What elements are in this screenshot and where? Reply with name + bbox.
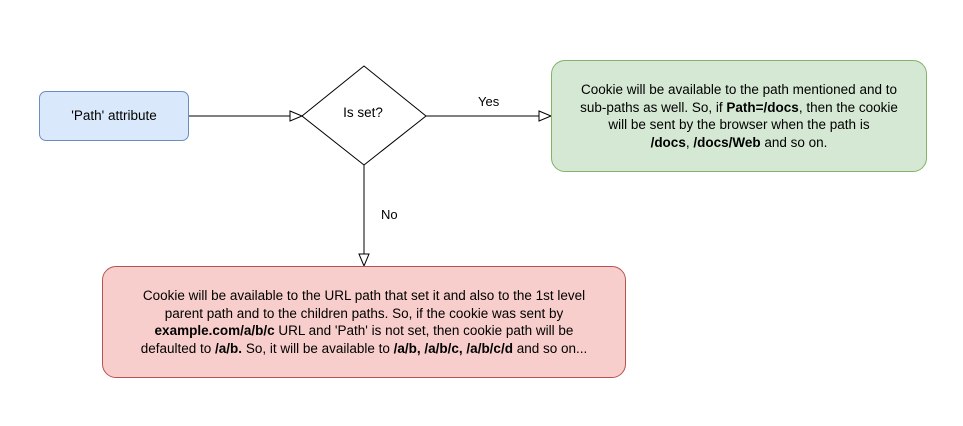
start-node-path-attribute: 'Path' attribute [39, 91, 189, 141]
yes-line-1: Cookie will be available to the path men… [581, 82, 897, 97]
yes-outcome-text: Cookie will be available to the path men… [580, 81, 898, 151]
no-line-4: defaulted to /a/b. So, it will be availa… [140, 340, 588, 356]
edge-no-label: No [381, 207, 398, 222]
yes-line-4: /docs, /docs/Web and so on. [650, 134, 828, 150]
no-line-2: parent path and to the children paths. S… [164, 305, 564, 321]
no-outcome-box: Cookie will be available to the URL path… [102, 266, 626, 378]
no-line-3: example.com/a/b/c URL and 'Path' is not … [154, 323, 574, 338]
arrowhead-yes [538, 110, 553, 122]
yes-line-2: sub-paths as well. So, if Path=/docs, th… [580, 99, 898, 115]
edge-yes-label: Yes [478, 94, 500, 109]
path-docs-bold: Path=/docs [726, 99, 799, 115]
arrowhead-start-to-decision [289, 110, 304, 122]
start-node-label: 'Path' attribute [71, 108, 157, 124]
example-url-bold: example.com/a/b/c [154, 323, 275, 338]
no-line-1: Cookie will be available to the URL path… [142, 288, 586, 303]
yes-outcome-box: Cookie will be available to the path men… [551, 60, 927, 172]
arrowhead-no [358, 253, 370, 268]
decision-label: Is set? [343, 105, 383, 120]
no-outcome-text: Cookie will be available to the URL path… [141, 287, 588, 357]
yes-line-3: will be sent by the browser when the pat… [608, 117, 870, 132]
